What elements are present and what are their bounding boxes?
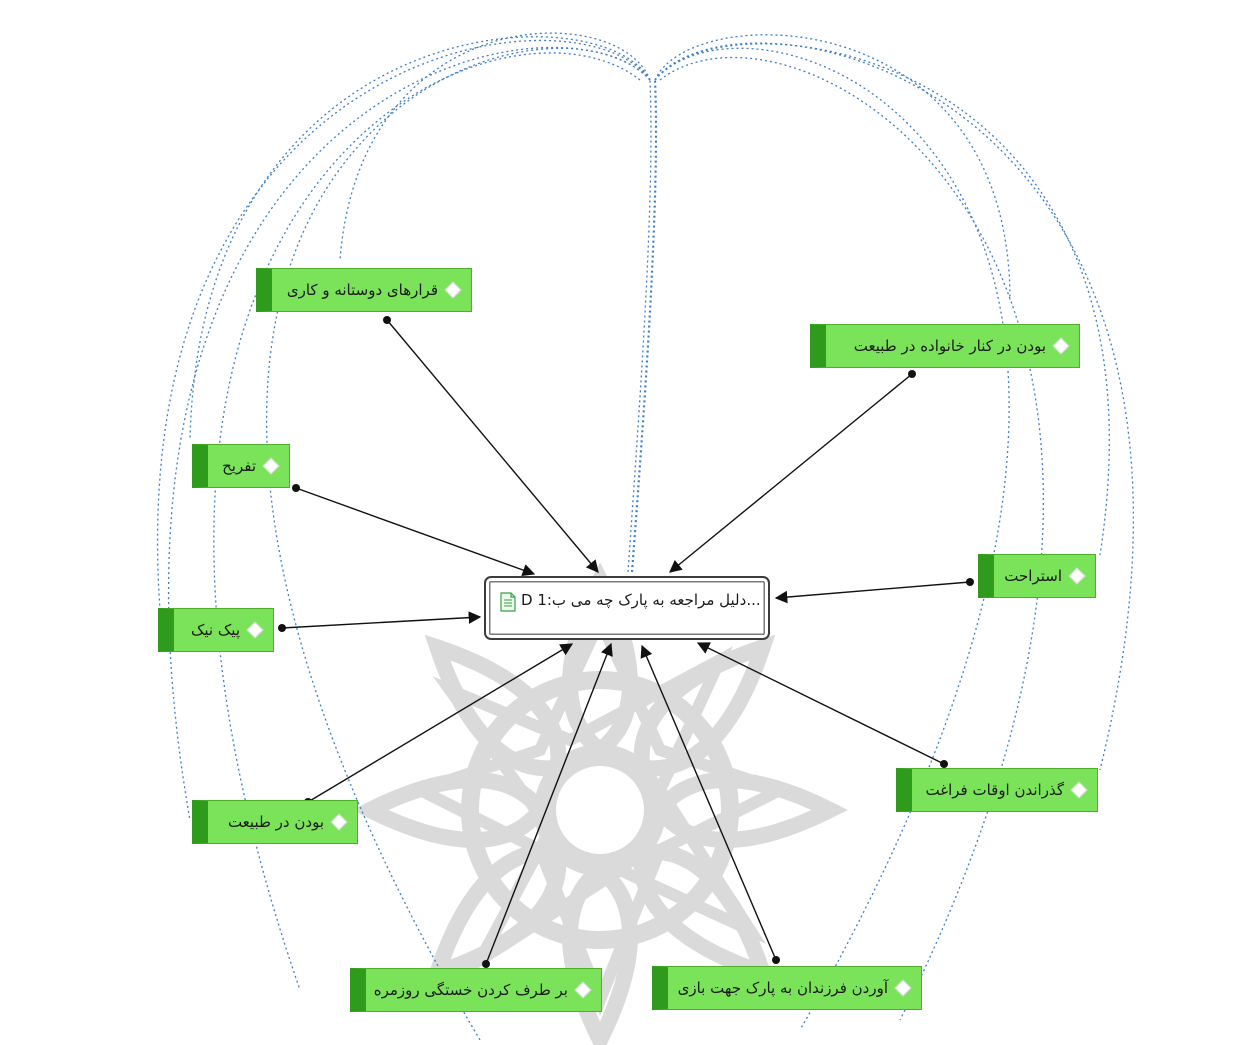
anchor-dot-avordan — [772, 956, 780, 964]
code-label: قرارهای دوستانه و کاری — [286, 281, 438, 299]
code-diamond-icon — [262, 457, 280, 475]
arrow-piknik — [281, 611, 482, 629]
arrow-gozarandan — [696, 642, 945, 765]
watermark-logo — [370, 562, 830, 1040]
arrow-esterahat — [774, 581, 971, 604]
arrow-gharar — [386, 319, 599, 573]
document-icon — [500, 592, 516, 616]
arrow-bodan-tabiat — [307, 643, 574, 803]
code-diamond-icon — [444, 281, 462, 299]
anchor-dot-gozarandan — [940, 760, 948, 768]
code-diamond-icon — [574, 981, 592, 999]
code-label: استراحت — [1004, 567, 1062, 585]
code-diamond-icon — [1070, 781, 1088, 799]
code-node-esterahat[interactable]: استراحت — [978, 554, 1096, 598]
code-node-gharar[interactable]: قرارهای دوستانه و کاری — [256, 268, 472, 312]
anchor-dot-esterahat — [966, 578, 974, 586]
document-label: D 1:دلیل مراجعه به پارک چه می ب... — [521, 591, 761, 609]
code-diamond-icon — [1068, 567, 1086, 585]
code-label: بودن در طبیعت — [227, 813, 324, 831]
anchor-dot-tafrih — [292, 484, 300, 492]
cooccurrence-links — [157, 32, 1135, 1041]
code-label: پیک نیک — [190, 621, 240, 639]
code-node-piknik[interactable]: پیک نیک — [158, 608, 274, 652]
anchor-dot-bartaraf — [482, 960, 490, 968]
arrow-bodan-khanevade — [669, 373, 913, 573]
code-node-tafrih[interactable]: تفریح — [192, 444, 290, 488]
code-node-gozarandan[interactable]: گذراندن اوقات فراغت — [896, 768, 1098, 812]
anchor-dot-piknik — [278, 624, 286, 632]
anchor-dot-gharar — [383, 316, 391, 324]
code-diamond-icon — [330, 813, 348, 831]
code-diamond-icon — [894, 979, 912, 997]
code-label: گذراندن اوقات فراغت — [925, 781, 1065, 799]
code-diamond-icon — [246, 621, 264, 639]
code-node-bodan-khanevade[interactable]: بودن در کنار خانواده در طبیعت — [810, 324, 1080, 368]
code-label: بودن در کنار خانواده در طبیعت — [853, 337, 1046, 355]
arrow-tafrih — [295, 487, 536, 577]
anchor-dot-bodan-khanevade — [908, 370, 916, 378]
code-node-avordan[interactable]: آوردن فرزندان به پارک جهت بازی — [652, 966, 922, 1010]
code-label: تفریح — [222, 457, 256, 475]
code-node-bartaraf[interactable]: بر طرف کردن خستگی روزمره — [350, 968, 602, 1012]
code-label: بر طرف کردن خستگی روزمره — [373, 981, 568, 999]
arrow-bartaraf — [485, 642, 613, 965]
link-arrows — [278, 316, 974, 968]
arrow-avordan — [640, 644, 777, 961]
code-label: آوردن فرزندان به پارک جهت بازی — [677, 979, 888, 997]
document-node[interactable]: D 1:دلیل مراجعه به پارک چه می ب... — [484, 576, 770, 640]
code-node-bodan-tabiat[interactable]: بودن در طبیعت — [192, 800, 358, 844]
code-diamond-icon — [1052, 337, 1070, 355]
